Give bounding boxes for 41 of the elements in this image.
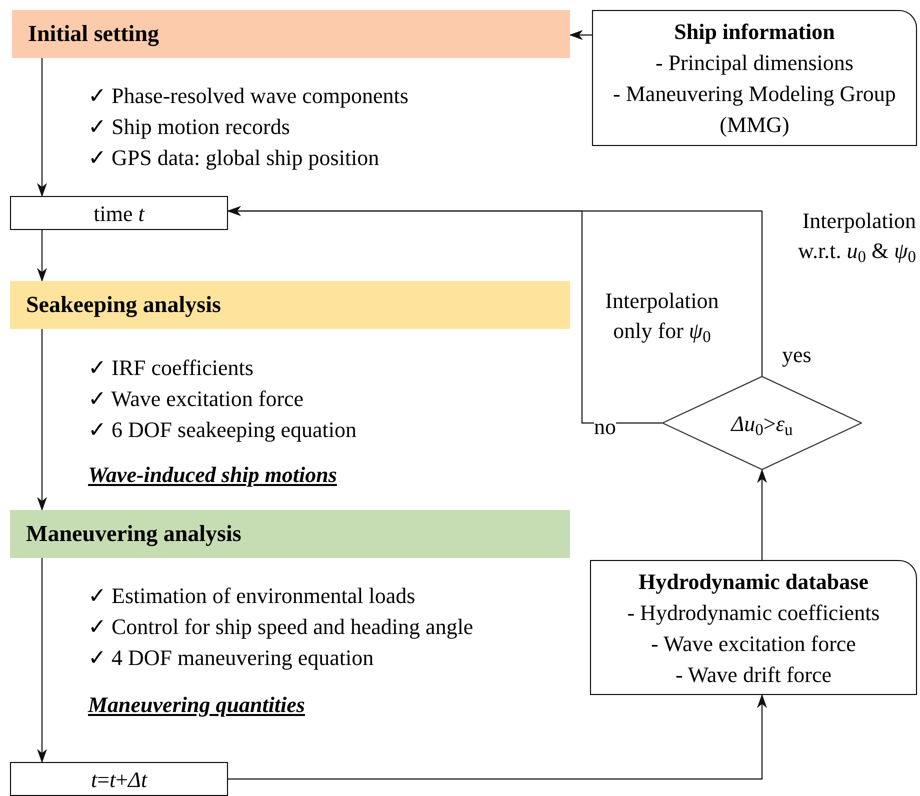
- arrow: [228, 694, 767, 780]
- box-item: - Maneuvering Modeling Group (MMG): [612, 80, 897, 139]
- checklist-item: ✓ Estimation of environmental loads: [88, 582, 416, 610]
- arrow: [37, 558, 47, 763]
- checklist-item: ✓ Control for ship speed and heading angle: [88, 613, 474, 641]
- condition-text: Δu$_{0}$>ε$_{u}$: [731, 410, 793, 440]
- checklist-item: ✓ Ship motion records: [88, 113, 291, 141]
- info-box: [592, 10, 917, 146]
- stage-band: [12, 10, 570, 58]
- box-title: Hydrodynamic database: [638, 568, 868, 596]
- arrow: [227, 206, 662, 424]
- arrow: [37, 58, 47, 197]
- info-box: [590, 560, 917, 695]
- result-heading: Wave-induced ship motions: [88, 461, 337, 489]
- stage-title: Seakeeping analysis: [26, 290, 221, 320]
- checklist-item: ✓ Phase-resolved wave components: [88, 82, 408, 110]
- box-item: - Principal dimensions: [656, 49, 854, 77]
- step-text: t=t+Δt: [90, 766, 148, 794]
- checklist-item: ✓ 6 DOF seakeeping equation: [88, 416, 356, 444]
- box-item: - Wave excitation force: [651, 630, 856, 658]
- arrow: [569, 30, 592, 40]
- stage-band: [10, 510, 570, 558]
- note-text: Interpolation w.r.t. u$_{0}$ & ψ$_{0}$: [797, 207, 916, 266]
- arrow: [37, 230, 47, 282]
- step-box: [10, 762, 228, 796]
- step-text: time t: [94, 200, 144, 228]
- result-heading: Maneuvering quantities: [88, 691, 305, 719]
- step-box: [10, 196, 228, 230]
- box-title: Ship information: [674, 18, 835, 46]
- checklist-item: ✓ IRF coefficients: [88, 354, 254, 382]
- checklist-item: ✓ 4 DOF maneuvering equation: [88, 644, 375, 672]
- note-text: Interpolation only for ψ$_{0}$: [604, 287, 720, 346]
- box-item: - Hydrodynamic coefficients: [627, 598, 880, 627]
- arrow: [37, 329, 47, 511]
- checklist-item: ✓ Wave excitation force: [88, 385, 305, 413]
- box-item: - Wave drift force: [675, 660, 832, 688]
- arrow: [757, 469, 767, 560]
- checklist-item: ✓ GPS data: global ship position: [88, 144, 380, 172]
- stage-title: Initial setting: [28, 20, 159, 48]
- stage-title: Maneuvering analysis: [26, 520, 242, 548]
- stage-band: [10, 281, 570, 329]
